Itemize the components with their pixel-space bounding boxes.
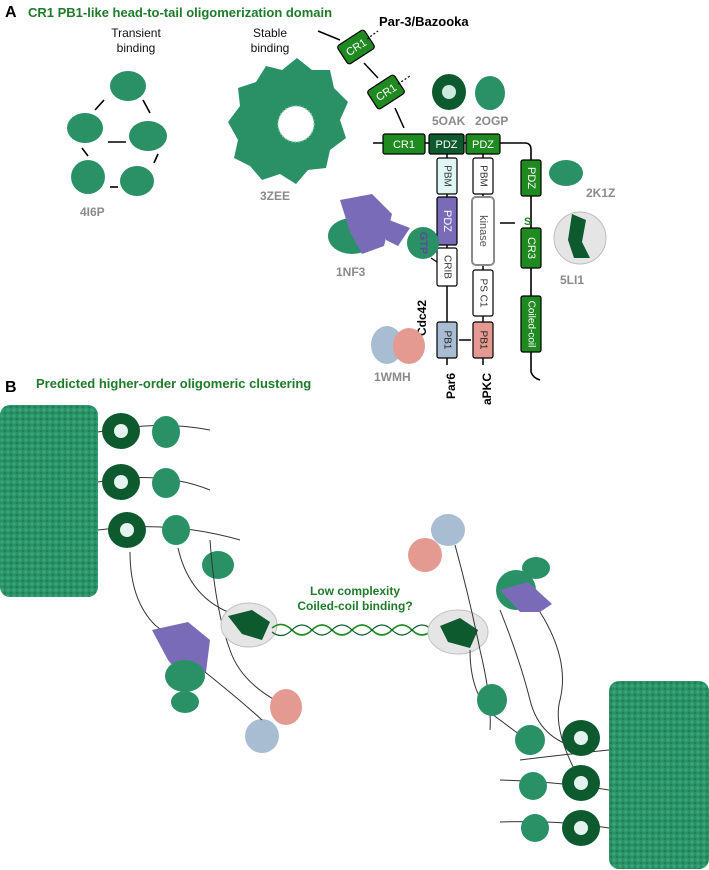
gtp-link xyxy=(430,257,438,263)
stable-label-1: Stable xyxy=(253,26,287,40)
arrow-cr1-top xyxy=(317,30,341,41)
panel-a-letter: A xyxy=(5,4,17,21)
stable-label-2: binding xyxy=(251,41,290,55)
par3-chain xyxy=(373,142,541,381)
pdz-1-label: PDZ xyxy=(436,139,458,151)
transient-label-2: binding xyxy=(117,41,156,55)
par6-crib-label: CRIB xyxy=(441,255,452,279)
par6-label: Par6 xyxy=(444,373,458,399)
pdb-3zee: 3ZEE xyxy=(260,189,290,203)
pdb-5oak: 5OAK xyxy=(432,114,466,128)
arrow-cr1-mid xyxy=(363,62,379,79)
apkc-label: aPKC xyxy=(480,373,494,405)
coiled-coil-label: Coiled-coil xyxy=(525,301,536,348)
center-label-1: Low complexity xyxy=(310,584,400,598)
gtp-label: GTP xyxy=(417,232,429,255)
par6-pb1: PB1 xyxy=(436,321,458,359)
panel-a-title: CR1 PB1-like head-to-tail oligomerizatio… xyxy=(28,5,332,20)
apkc-pbm-label: PBM xyxy=(477,165,488,187)
coiled-coil-domain: Coiled-coil xyxy=(520,295,542,353)
left-par6-cdc42-complex xyxy=(152,622,210,713)
structure-1nf3 xyxy=(328,194,410,254)
pdb-2ogp: 2OGP xyxy=(475,114,508,128)
apkc-pb1: PB1 xyxy=(472,321,494,359)
cr1-tag-top: CR1 xyxy=(337,29,375,65)
pdb-4i6p: 4I6P xyxy=(80,205,105,219)
par6-pb1-label: PB1 xyxy=(441,331,452,350)
left-strand-lower xyxy=(204,671,263,721)
apkc-psc1: PS C1 xyxy=(472,269,494,317)
transient-ring-4i6p xyxy=(67,71,167,196)
apkc-kinase-label: kinase xyxy=(477,215,489,247)
apkc-pbm: PBM xyxy=(472,157,494,195)
par6-pdz-label: PDZ xyxy=(441,210,453,232)
panel-b-title: Predicted higher-order oligomeric cluste… xyxy=(36,376,311,391)
structure-5oak xyxy=(432,74,466,110)
apkc-kinase: kinase xyxy=(471,196,495,266)
structure-5li1 xyxy=(553,211,607,265)
cr1-tag-mid: CR1 xyxy=(367,74,405,110)
right-cluster-rows xyxy=(477,684,600,846)
arrow-cr1-bottom xyxy=(394,107,405,129)
s-site: S xyxy=(524,216,531,228)
transient-label-1: Transient xyxy=(111,26,161,40)
cr1-tag-mid-tail xyxy=(397,75,411,85)
right-white-complex xyxy=(427,609,489,655)
par6-pdz: PDZ xyxy=(436,196,458,246)
structure-2k1z xyxy=(549,160,583,186)
par6-pbm-label: PBM xyxy=(441,165,452,187)
membrane-right xyxy=(609,681,709,869)
pdb-1wmh: 1WMH xyxy=(374,370,411,384)
structure-2ogp xyxy=(475,76,505,110)
pdz-domain-2: PDZ xyxy=(465,133,501,155)
par6-crib: CRIB xyxy=(436,247,458,287)
cr3-label: CR3 xyxy=(525,237,537,259)
pdz-domain-3: PDZ xyxy=(520,159,542,197)
apkc-pb1-label: PB1 xyxy=(477,331,488,350)
pdb-1nf3: 1NF3 xyxy=(336,265,366,279)
right-pb1-pair xyxy=(408,514,465,572)
membrane-left xyxy=(0,405,98,597)
pdz-2-label: PDZ xyxy=(472,139,494,151)
par3-label: Par-3/Bazooka xyxy=(379,14,469,29)
pdb-5li1: 5LI1 xyxy=(560,273,584,287)
coiled-coil-helix xyxy=(271,623,433,637)
cdc42-label: Cdc42 xyxy=(415,300,429,336)
center-label-2: Coiled-coil binding? xyxy=(297,599,412,613)
panel-b-letter: B xyxy=(5,379,17,396)
pdb-2k1z: 2K1Z xyxy=(586,186,615,200)
left-cluster-rows xyxy=(97,413,241,579)
gtp-badge: GTP xyxy=(407,227,439,259)
cr1-domain-label: CR1 xyxy=(393,139,415,151)
pdz-3-label: PDZ xyxy=(525,167,537,189)
par6-pbm: PBM xyxy=(436,157,458,195)
left-white-complex xyxy=(220,602,278,648)
left-pb1-pair xyxy=(245,689,302,753)
right-par6-cdc42-complex xyxy=(496,557,552,612)
cr3-domain: CR3 xyxy=(520,227,542,269)
pdz-domain-1: PDZ xyxy=(428,133,465,155)
structure-1wmh xyxy=(371,326,425,364)
apkc-psc1-label: PS C1 xyxy=(477,279,488,308)
stable-octamer-3zee xyxy=(228,58,348,184)
cr1-domain: CR1 xyxy=(382,133,426,155)
